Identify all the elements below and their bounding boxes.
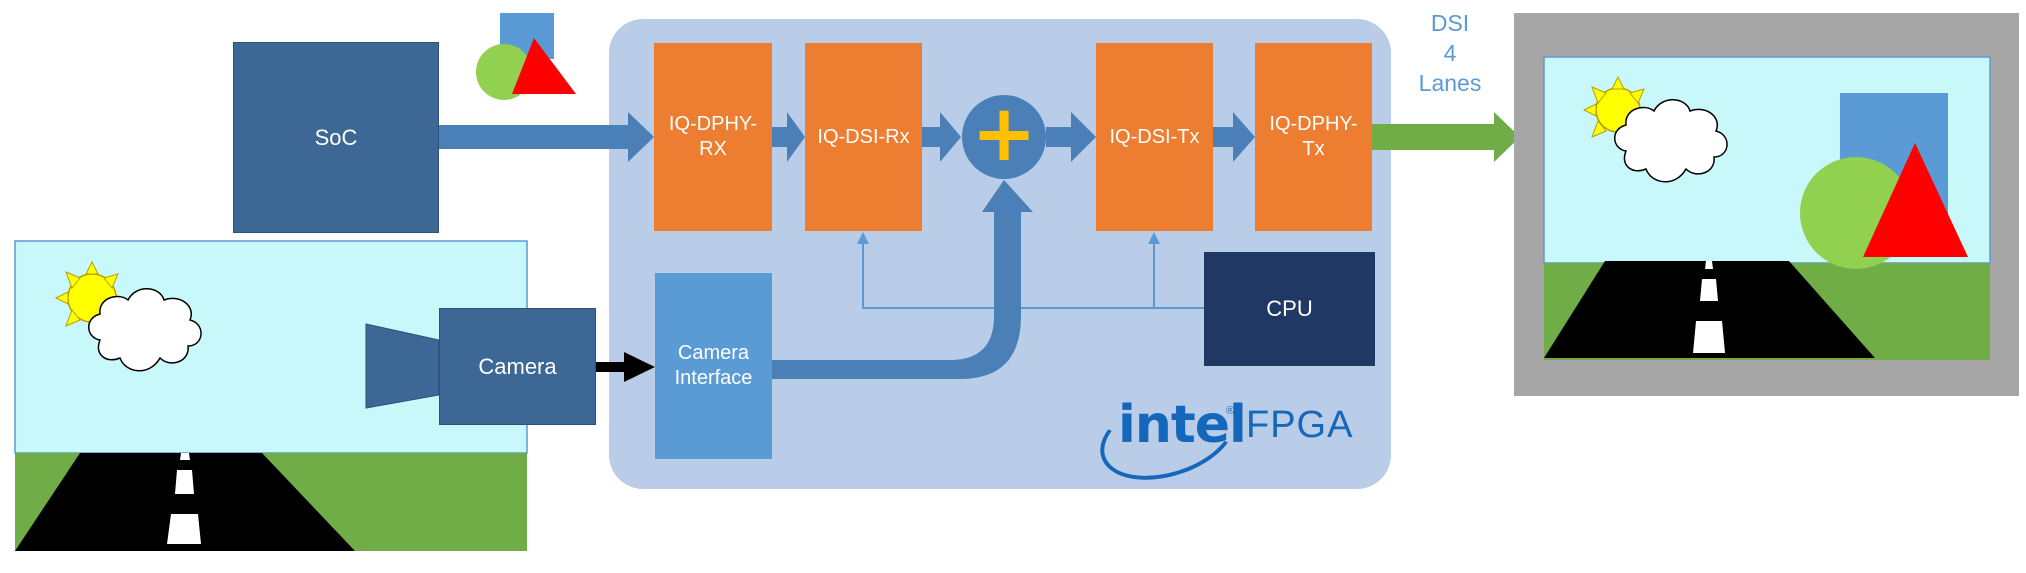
mixer-to-dsi-tx-arrow: [1046, 112, 1096, 162]
cpu-block: CPU: [1204, 252, 1375, 366]
cpu-to-dsi-tx-arrowhead: [1148, 232, 1160, 244]
display-scene-road: [1544, 261, 1875, 358]
camera-lens-icon: [365, 323, 440, 409]
shapes-overlay-icon: [1800, 93, 1968, 269]
camera-interface-to-mixer-pipe: [772, 180, 1033, 379]
road-dash: [1700, 279, 1718, 301]
cpu-to-dsi-rx-arrowhead: [857, 232, 869, 244]
display-scene: [1543, 56, 1991, 360]
dsi-output-arrow: [1372, 112, 1520, 162]
dphy-rx-to-dsi-rx-arrow: [772, 112, 805, 162]
dsi-tx-to-dphy-tx-arrow: [1213, 112, 1255, 162]
camera-block: Camera: [439, 308, 596, 425]
shapes-overlay-icon: [476, 13, 576, 100]
fpga-product-label: FPGA: [1246, 404, 1354, 446]
camera-scene-road: [15, 453, 355, 551]
iq-dsi-rx-block: IQ-DSI-Rx: [805, 43, 922, 231]
dsi-lanes-label: DSI 4 Lanes: [1418, 10, 1482, 96]
road-dash: [167, 514, 201, 544]
intel-registered-mark: ®: [1226, 405, 1235, 417]
iq-dphy-rx-block: IQ-DPHY- RX: [654, 43, 772, 231]
iq-dsi-tx-block: IQ-DSI-Tx: [1096, 43, 1213, 231]
road-dash: [180, 453, 190, 460]
road-dash: [1705, 261, 1713, 269]
cloud-icon: [1614, 99, 1728, 183]
road-dash: [175, 470, 194, 494]
camera-to-interface-arrow: [596, 352, 655, 382]
mixer-circle: [962, 95, 1046, 179]
dsi-rx-to-mixer-arrow: [922, 112, 961, 162]
cloud-icon: [88, 288, 202, 372]
soc-block: SoC: [233, 42, 439, 233]
soc-to-dphy-rx-arrow: [439, 112, 654, 162]
camera-interface-block: Camera Interface: [655, 273, 772, 459]
plus-icon: +: [971, 89, 1037, 179]
cpu-control-line: [862, 238, 1204, 309]
road-dash: [1693, 321, 1725, 353]
iq-dphy-tx-block: IQ-DPHY- Tx: [1255, 43, 1372, 231]
intel-logo-word: intel: [1118, 395, 1247, 455]
